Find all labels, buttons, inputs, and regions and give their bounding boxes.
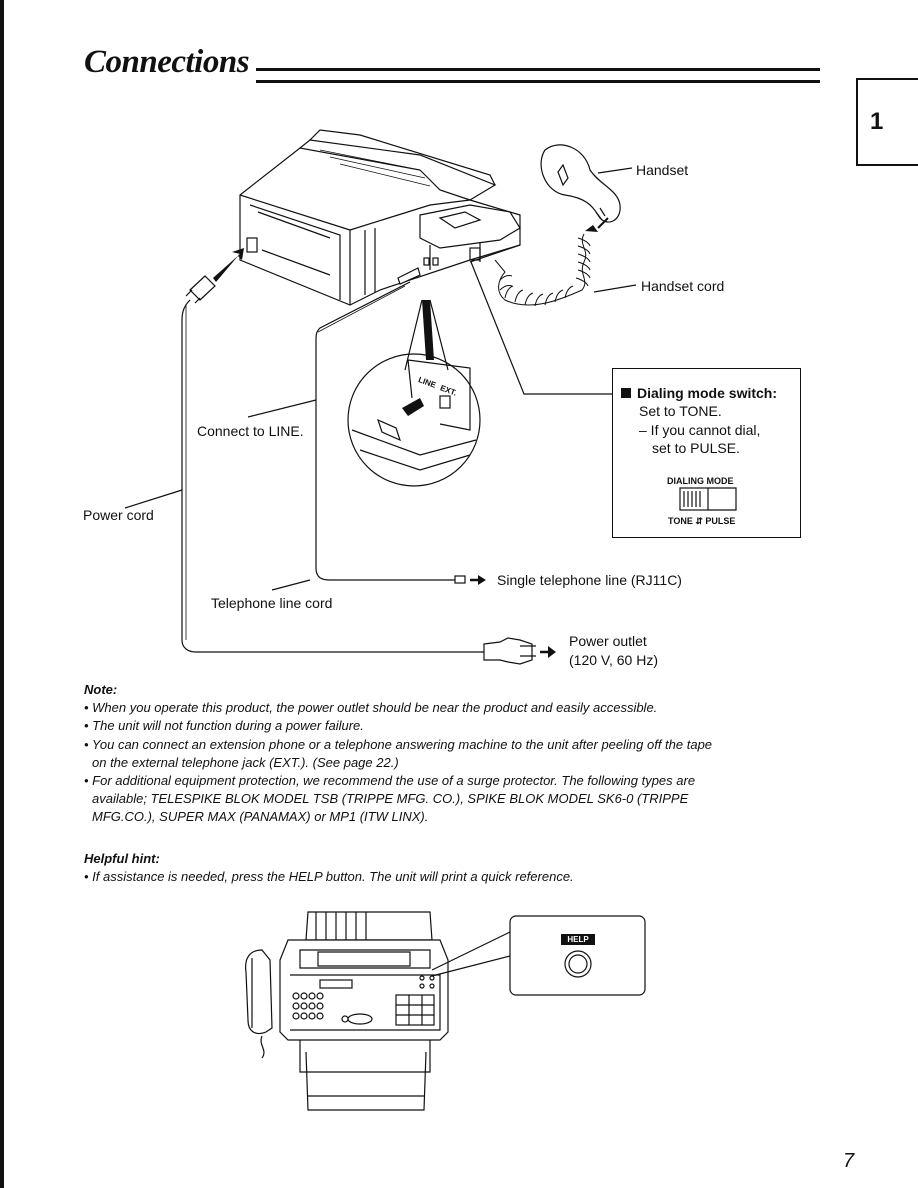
label-handset-cord: Handset cord (641, 278, 725, 294)
section-number: 1 (870, 108, 884, 135)
page-title: Connections (84, 44, 250, 80)
label-telephone-line-cord: Telephone line cord (211, 595, 333, 611)
label-single-line: Single telephone line (RJ11C) (497, 572, 682, 588)
handset-drawing (540, 144, 621, 232)
page-edge-bar (0, 0, 4, 1188)
note-item: • When you operate this product, the pow… (84, 700, 658, 715)
dialing-line-1: Set to TONE. (639, 403, 722, 419)
dialing-mode-box (612, 368, 801, 538)
label-power-cord: Power cord (83, 507, 154, 523)
label-connect-to-line: Connect to LINE. (197, 423, 304, 439)
label-handset: Handset (636, 162, 689, 178)
help-key-label: HELP (567, 935, 589, 944)
dialing-line-2: – If you cannot dial, (639, 422, 761, 438)
hint-text: • If assistance is needed, press the HEL… (84, 869, 574, 884)
dialing-line-3: set to PULSE. (652, 440, 740, 456)
note-item-continued: available; TELESPIKE BLOK MODEL TSB (TRI… (92, 791, 689, 806)
dialing-mode-positions: TONE ⇵ PULSE (668, 516, 736, 526)
fax-with-help-drawing (245, 911, 511, 1111)
dialing-switch-title: Dialing mode switch: (621, 385, 777, 401)
title-rule (256, 68, 820, 83)
page-number: 7 (843, 1150, 855, 1172)
fax-machine-drawing (239, 129, 521, 306)
label-power-outlet-spec: (120 V, 60 Hz) (569, 652, 658, 668)
dialing-mode-caption: DIALING MODE (667, 476, 734, 486)
note-item: • The unit will not function during a po… (84, 718, 364, 733)
note-item: • You can connect an extension phone or … (84, 737, 713, 752)
note-item: • For additional equipment protection, w… (84, 773, 696, 788)
hint-heading: Helpful hint: (84, 851, 160, 866)
section-tab (856, 78, 918, 166)
label-power-outlet: Power outlet (569, 633, 647, 649)
note-heading: Note: (84, 682, 118, 697)
handset-cord-drawing (494, 233, 591, 307)
note-item-continued: on the external telephone jack (EXT.). (… (92, 755, 399, 770)
note-item-continued: MFG.CO.), SUPER MAX (PANAMAX) or MP1 (IT… (92, 809, 429, 824)
bullet-square-icon (621, 388, 631, 398)
